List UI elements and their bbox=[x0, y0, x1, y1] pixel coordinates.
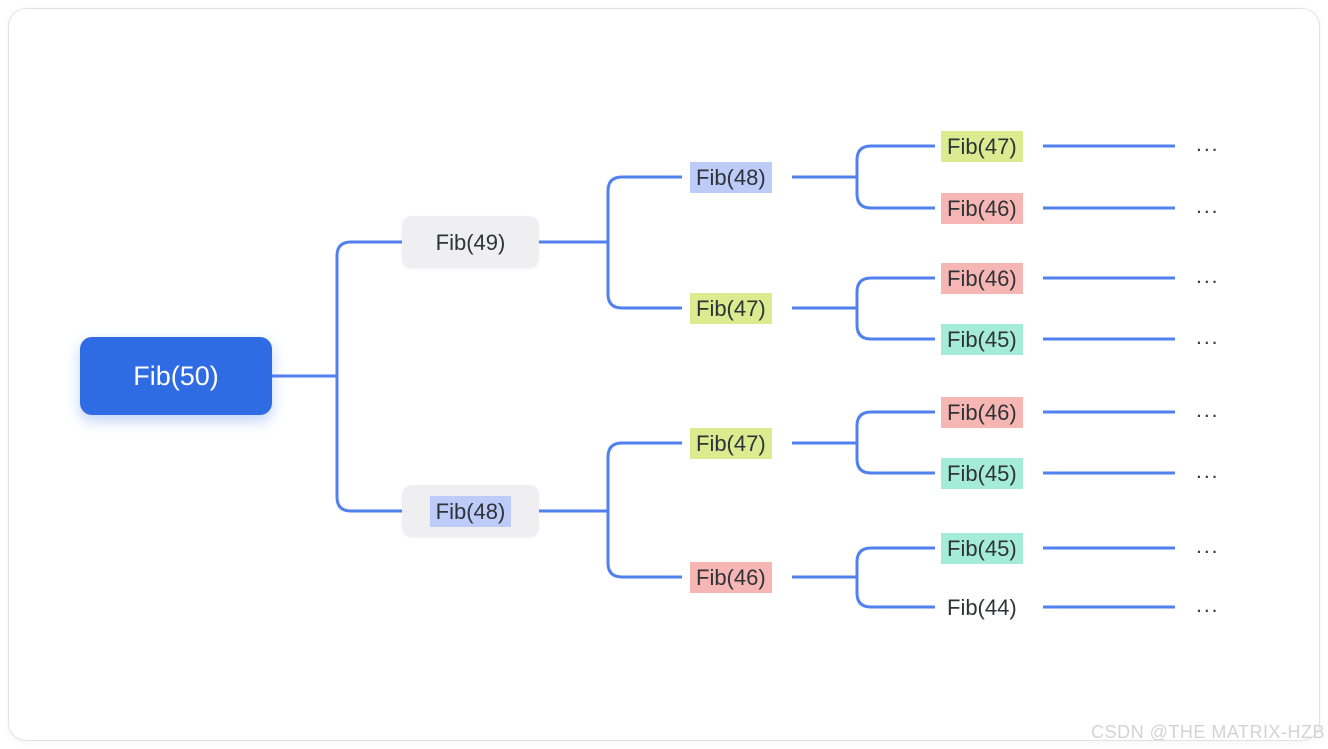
tree-node-l4-fib44[interactable]: Fib(44) bbox=[941, 592, 1023, 623]
node-label-highlighted: Fib(47) bbox=[941, 131, 1023, 162]
collapsed-subtree-ellipsis: ... bbox=[1196, 195, 1220, 218]
node-label-highlighted: Fib(45) bbox=[941, 533, 1023, 564]
tree-node-l4-fib46-1[interactable]: Fib(46) bbox=[941, 193, 1023, 224]
collapsed-subtree-ellipsis: ... bbox=[1196, 594, 1220, 617]
tree-node-l3-fib48[interactable]: Fib(48) bbox=[690, 162, 772, 193]
node-label-highlighted: Fib(47) bbox=[690, 293, 772, 324]
tree-node-l4-fib46-2[interactable]: Fib(46) bbox=[941, 263, 1023, 294]
node-label: Fib(44) bbox=[947, 595, 1017, 620]
tree-node-root-fib50[interactable]: Fib(50) bbox=[80, 337, 272, 415]
watermark-text: CSDN @THE MATRIX-HZB bbox=[1091, 722, 1325, 742]
connector-l3-3-bracket bbox=[855, 410, 935, 475]
collapsed-subtree-ellipsis: ... bbox=[1196, 326, 1220, 349]
collapsed-subtree-ellipsis: ... bbox=[1196, 265, 1220, 288]
tree-node-l2-fib48[interactable]: Fib(48) bbox=[402, 485, 539, 537]
node-label-highlighted: Fib(45) bbox=[941, 324, 1023, 355]
collapsed-subtree-ellipsis: ... bbox=[1196, 460, 1220, 483]
node-label-highlighted: Fib(47) bbox=[690, 428, 772, 459]
tree-node-l4-fib45-1[interactable]: Fib(45) bbox=[941, 324, 1023, 355]
tree-node-l3-fib47-lower[interactable]: Fib(47) bbox=[690, 428, 772, 459]
collapsed-subtree-ellipsis: ... bbox=[1196, 399, 1220, 422]
node-label: Fib(49) bbox=[435, 229, 506, 255]
node-label-highlighted: Fib(46) bbox=[690, 562, 772, 593]
node-label-highlighted: Fib(48) bbox=[690, 162, 772, 193]
connector-l2b-bracket bbox=[606, 441, 682, 579]
node-label-highlighted: Fib(46) bbox=[941, 193, 1023, 224]
node-label-highlighted: Fib(45) bbox=[941, 458, 1023, 489]
tree-node-l3-fib47-upper[interactable]: Fib(47) bbox=[690, 293, 772, 324]
connector-l3-4-bracket bbox=[855, 546, 935, 609]
connector-l3-1-bracket bbox=[855, 144, 935, 210]
tree-node-l4-fib45-3[interactable]: Fib(45) bbox=[941, 533, 1023, 564]
tree-node-l4-fib45-2[interactable]: Fib(45) bbox=[941, 458, 1023, 489]
tree-node-l3-fib46[interactable]: Fib(46) bbox=[690, 562, 772, 593]
tree-node-l4-fib46-3[interactable]: Fib(46) bbox=[941, 397, 1023, 428]
connector-root-bracket bbox=[335, 240, 402, 513]
node-label-highlighted: Fib(46) bbox=[941, 263, 1023, 294]
tree-node-l4-fib47[interactable]: Fib(47) bbox=[941, 131, 1023, 162]
collapsed-subtree-ellipsis: ... bbox=[1196, 133, 1220, 156]
node-label-highlighted: Fib(48) bbox=[429, 495, 512, 527]
tree-node-l2-fib49[interactable]: Fib(49) bbox=[402, 216, 539, 268]
collapsed-subtree-ellipsis: ... bbox=[1196, 535, 1220, 558]
connector-l2a-bracket bbox=[606, 175, 682, 310]
node-label-highlighted: Fib(46) bbox=[941, 397, 1023, 428]
connector-l3-2-bracket bbox=[855, 276, 935, 341]
